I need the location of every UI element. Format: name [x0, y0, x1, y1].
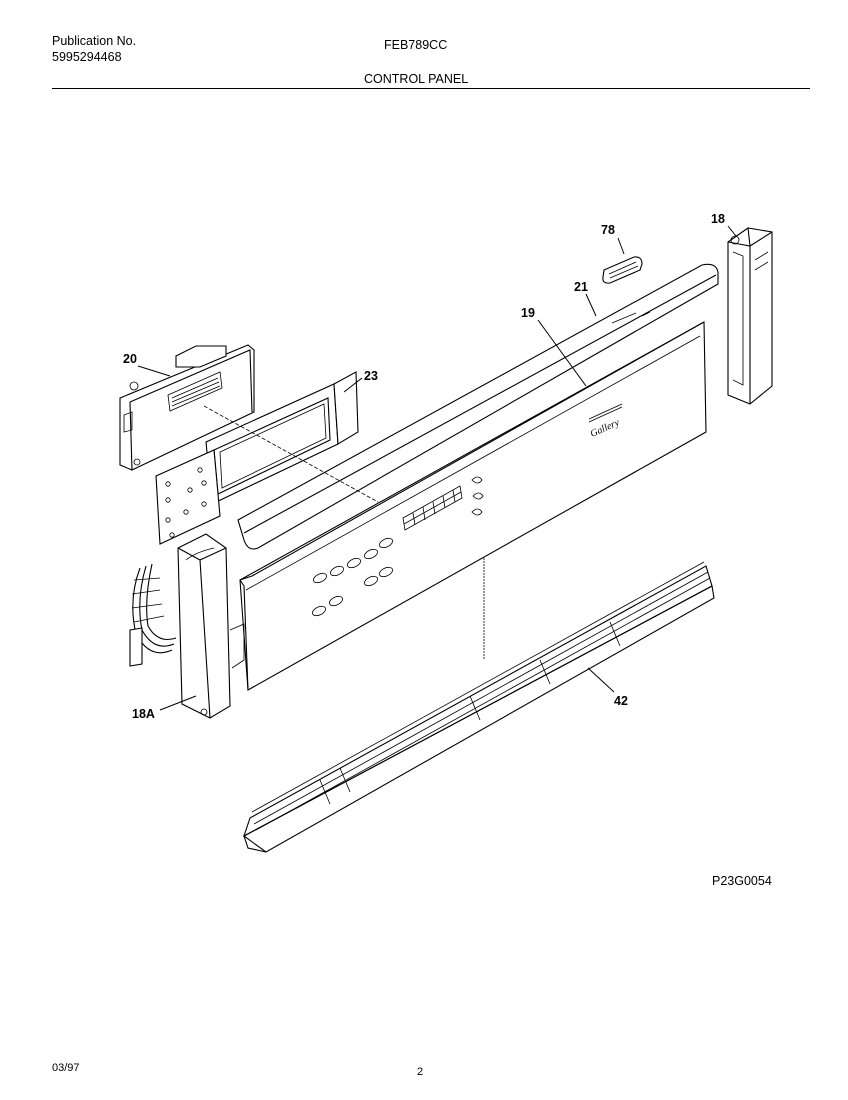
panel-buttons: [312, 537, 393, 617]
leader-20: [137, 365, 171, 377]
callout-42: 42: [614, 694, 628, 708]
callout-18: 18: [711, 212, 725, 226]
section-title: CONTROL PANEL: [364, 72, 469, 86]
page-number: 2: [417, 1066, 424, 1078]
leader-18: [727, 225, 737, 237]
callout-21: 21: [574, 280, 588, 294]
part-plate-with-holes: [155, 449, 221, 545]
publication-number: 5995294468: [52, 50, 122, 64]
wire-harness: [129, 563, 177, 667]
leader-23: [343, 377, 363, 393]
callout-78: 78: [601, 223, 615, 237]
part-18a-left-end-cap: [177, 533, 245, 719]
callout-18a: 18A: [132, 707, 155, 721]
panel-symbols: [471, 476, 484, 516]
part-78-clip: [602, 256, 643, 284]
footer-date: 03/97: [52, 1062, 80, 1074]
callout-20: 20: [123, 352, 137, 366]
leader-78: [617, 237, 625, 255]
header-rule: [52, 88, 810, 89]
leader-19: [537, 319, 587, 387]
part-19-control-panel: Gallery: [239, 321, 707, 691]
part-23-display-frame: [205, 371, 359, 505]
callout-19: 19: [521, 306, 535, 320]
part-20-control-board: [119, 344, 255, 471]
leader-18a: [159, 695, 197, 711]
model-number: FEB789CC: [384, 38, 448, 52]
assembly-line: [203, 405, 379, 503]
publication-label: Publication No.: [52, 34, 137, 48]
leader-42: [587, 667, 615, 693]
part-18-right-end-cap: [727, 227, 773, 405]
part-21-top-trim: [237, 263, 719, 550]
leader-21: [585, 293, 597, 317]
part-42-vent-trim: [242, 561, 715, 853]
figure-code: P23G0054: [712, 874, 772, 888]
panel-display-grid: [402, 485, 463, 531]
callout-23: 23: [364, 369, 378, 383]
